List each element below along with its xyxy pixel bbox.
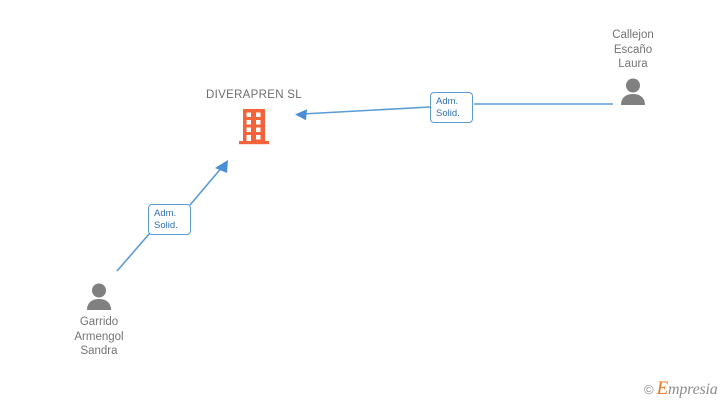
company-name: DIVERAPREN SL [206,89,302,101]
person-name-line: Armengol [74,330,124,343]
person-name-line: Garrido [79,316,119,328]
person-name-callejon: Callejon Escaño Laura [573,28,693,72]
edge-label-to-company-top [301,106,431,115]
watermark-brand-initial: E [656,378,669,399]
person-name-line: Escaño [613,43,653,56]
person-node-callejon[interactable]: Callejon Escaño Laura [573,28,693,105]
relation-label-adm-solid-bottom[interactable]: Adm. Solid. [148,204,191,235]
person-name-garrido: Garrido Armengol Sandra [39,315,159,359]
arrowhead-top-icon [295,109,307,121]
person-icon-wrap-garrido [39,283,159,310]
person-icon-wrap-callejon [573,78,693,105]
copyright-icon: © [644,381,654,397]
edge-label-to-company-bottom [189,165,224,206]
relation-label-line: Adm. [436,96,459,107]
relation-label-adm-solid-top[interactable]: Adm. Solid. [430,92,473,123]
building-icon [239,109,269,145]
person-node-garrido[interactable]: Garrido Armengol Sandra [39,283,159,359]
relation-label-line: Solid. [436,108,460,119]
arrowhead-bottom-icon [215,160,228,173]
watermark: © Empresia [644,378,718,400]
watermark-brand: Empresia [657,378,718,400]
person-name-line: Laura [618,58,648,70]
watermark-brand-rest: mpresia [668,381,718,398]
relation-label-line: Solid. [154,220,178,231]
person-name-line: Callejon [612,29,654,41]
person-icon [87,283,111,310]
relation-label-line: Adm. [154,208,177,219]
company-icon-wrap [186,107,322,145]
edge-garrido-to-label [116,232,151,272]
person-icon [621,78,645,105]
company-node[interactable]: DIVERAPREN SL [186,88,322,145]
person-name-line: Sandra [80,345,118,357]
